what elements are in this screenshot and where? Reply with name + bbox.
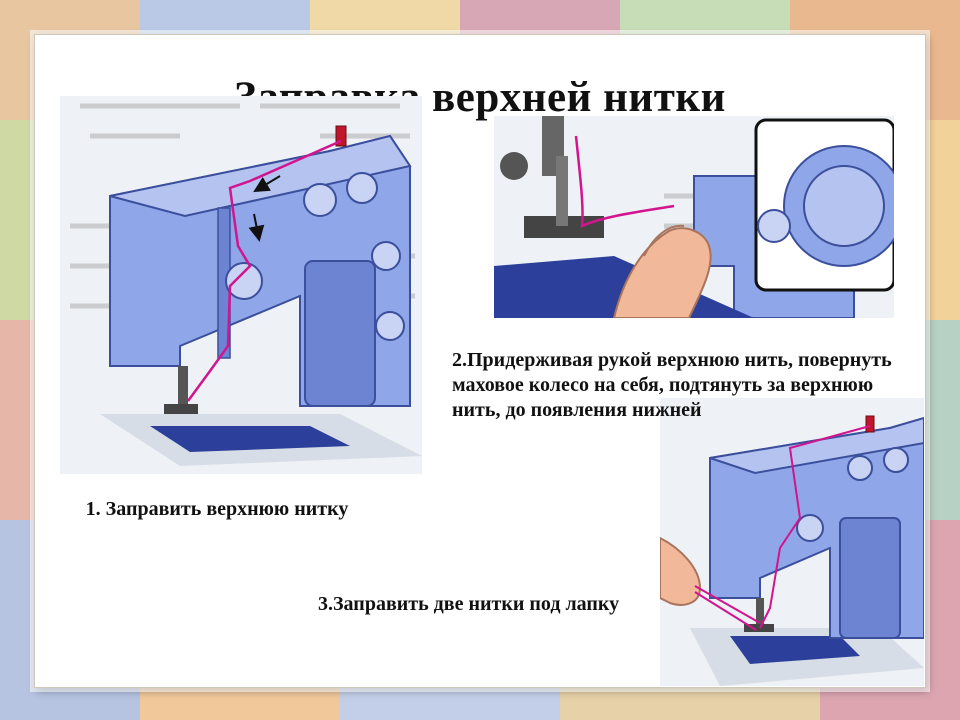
thread-spool-icon (335, 125, 347, 147)
step-3-caption: 3.Заправить две нитки под лапку (318, 593, 620, 615)
presser-foot-icon (500, 116, 604, 238)
sewing-machine-icon (709, 416, 924, 639)
step-1-caption: 1. Заправить верхнюю нитку (85, 498, 349, 520)
hand-icon (612, 224, 712, 318)
step-2-caption: 2.Придерживая рукой верхнюю нить, поверн… (452, 349, 892, 421)
sewing-machine-icon (109, 134, 412, 414)
sewing-machine-icon (693, 118, 894, 318)
hand-holding-thread-illustration (494, 116, 894, 318)
thread-spool-icon (865, 415, 875, 433)
threads-under-foot-illustration (660, 398, 924, 686)
threading-machine-illustration (60, 96, 422, 474)
